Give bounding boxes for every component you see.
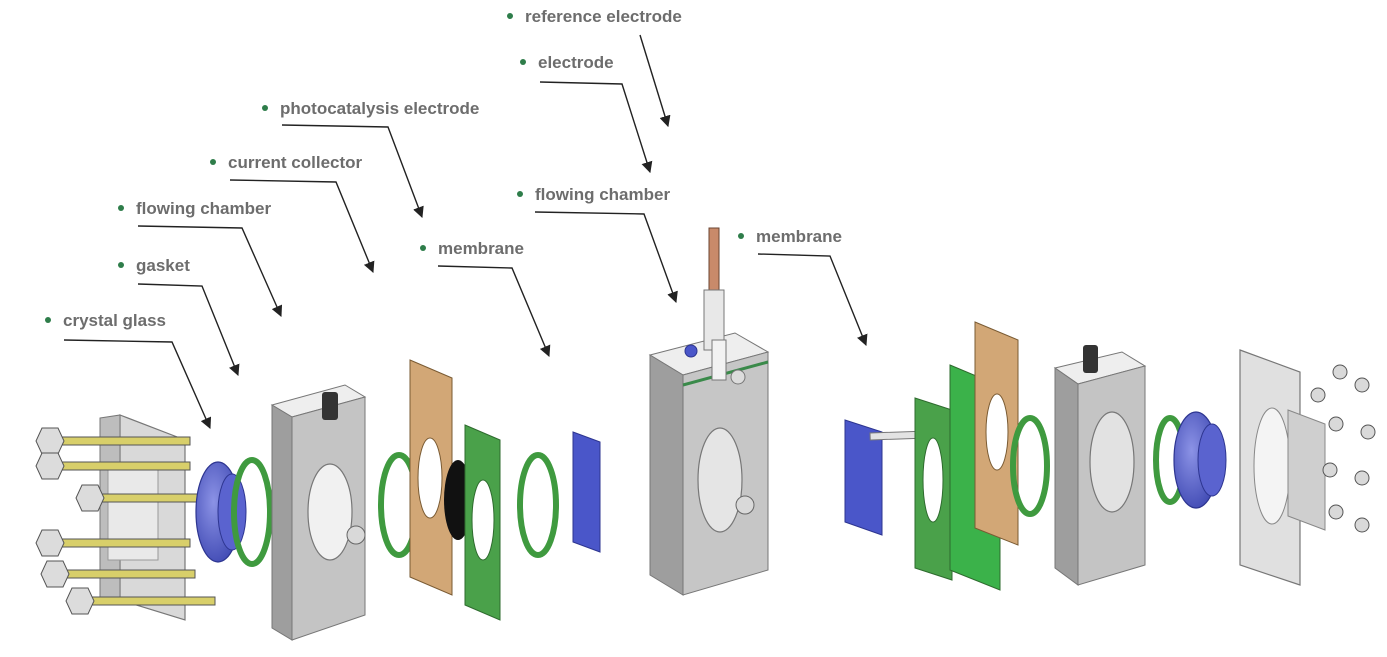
gasket-green-right-1 (914, 397, 953, 581)
leader-flowing-chamber-left (137, 225, 283, 318)
bolt (75, 484, 211, 512)
leader-membrane-left (437, 265, 551, 358)
leader-gasket (137, 283, 240, 377)
crystal-glass-window (195, 461, 247, 563)
leader-reference-electrode (639, 34, 671, 128)
label-crystal-glass: crystal glass (45, 311, 166, 331)
gasket-green-square (464, 424, 501, 621)
membrane-right-sheet (844, 419, 883, 536)
nut (1322, 462, 1338, 478)
nut (1360, 424, 1376, 440)
bullet-dot-icon (262, 104, 268, 111)
label-membrane-left: membrane (420, 239, 524, 259)
label-membrane-right: membrane (738, 227, 842, 247)
nut (1328, 416, 1344, 432)
label-photocatalysis-electrode: photocatalysis electrode (262, 99, 479, 119)
left-end-plate (99, 414, 186, 621)
nuts (1310, 364, 1376, 533)
gasket-ring-left (231, 457, 273, 567)
leader-current-collector (229, 179, 375, 274)
label-electrode: electrode (520, 53, 614, 73)
nut (1354, 377, 1370, 393)
bullet-dot-icon (520, 58, 526, 65)
label-reference-electrode: reference electrode (507, 7, 682, 27)
bolt (40, 560, 196, 588)
nut (1328, 504, 1344, 520)
bolt (65, 587, 216, 615)
label-gasket: gasket (118, 256, 190, 276)
bullet-dot-icon (738, 232, 744, 239)
reference-electrode-part (684, 227, 746, 385)
crystal-glass-window-right (1173, 411, 1227, 509)
current-collector-right (974, 321, 1019, 546)
leader-flowing-chamber-center (534, 211, 678, 304)
nut (1354, 517, 1370, 533)
bolts (35, 427, 216, 615)
nut (1310, 387, 1326, 403)
o-ring-green-2 (517, 452, 559, 558)
flowing-chamber-right (1053, 345, 1147, 586)
leader-photocatalysis-electrode (281, 124, 424, 219)
bolt (35, 427, 191, 455)
bullet-dot-icon (118, 261, 124, 268)
flowing-chamber-left (270, 384, 367, 641)
label-current-collector: current collector (210, 153, 362, 173)
leader-crystal-glass (63, 339, 212, 430)
flowing-chamber-center (648, 332, 770, 596)
label-flowing-chamber-center: flowing chamber (517, 185, 670, 205)
bolt (35, 452, 191, 480)
current-collector-plate (409, 359, 453, 596)
label-flowing-chamber-left: flowing chamber (118, 199, 271, 219)
bullet-dot-icon (420, 244, 426, 251)
bullet-dot-icon (210, 158, 216, 165)
nut (1332, 364, 1348, 380)
leader-membrane-right (757, 253, 868, 347)
bullet-dot-icon (118, 204, 124, 211)
o-ring-green-3 (1010, 415, 1050, 517)
leader-lines (63, 34, 868, 430)
leader-electrode (539, 81, 653, 174)
bullet-dot-icon (45, 316, 51, 323)
bullet-dot-icon (507, 12, 513, 19)
membrane-left-sheet (572, 431, 601, 553)
bullet-dot-icon (517, 190, 523, 197)
nut (1354, 470, 1370, 486)
right-end-plate (1239, 349, 1326, 586)
bolt (35, 529, 191, 557)
